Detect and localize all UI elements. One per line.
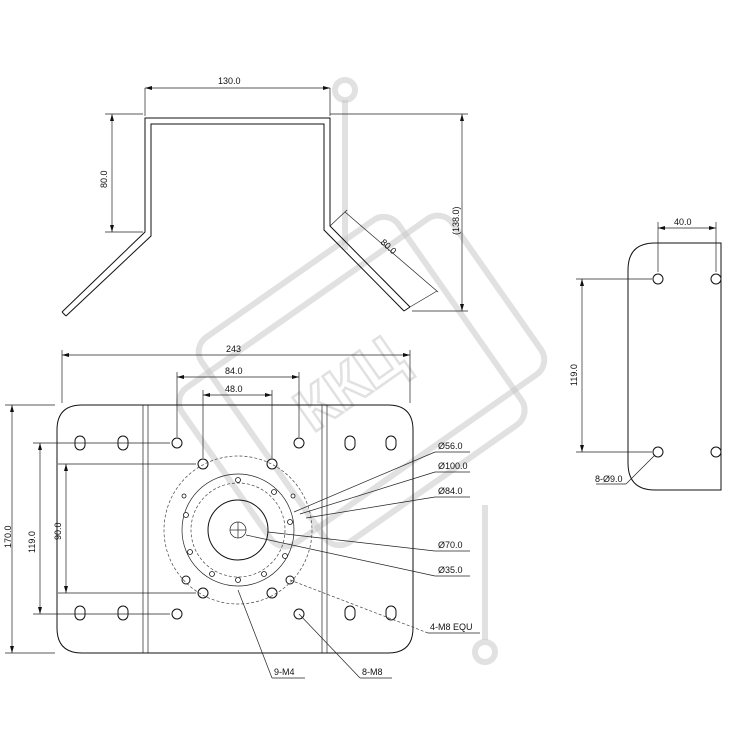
watermark: ККЦ [176, 77, 548, 665]
dim-80-vertical: 80.0 [99, 170, 109, 188]
callout-d56: Ø56.0 [438, 441, 463, 451]
side-view-plate: 40.0 119.0 8-Ø9.0 [569, 217, 722, 491]
m8-holes [171, 437, 305, 620]
callout-9-m4: 9-M4 [274, 667, 295, 677]
dim-130: 130.0 [218, 76, 241, 86]
dim-170: 170.0 [3, 525, 13, 548]
dim-119-side: 119.0 [569, 364, 579, 386]
callout-4-m8-equ: 4-M8 EQU [430, 622, 473, 632]
callout-d35: Ø35.0 [438, 565, 463, 575]
dim-40: 40.0 [674, 217, 692, 227]
watermark-text: ККЦ [282, 322, 416, 444]
dim-243: 243 [226, 344, 241, 354]
dim-90: 90.0 [53, 522, 63, 540]
m4-holes [181, 477, 296, 583]
side-hole [710, 273, 722, 285]
plate-view: 243 84.0 48.0 170.0 119.0 90.0 Ø56 [3, 344, 480, 679]
callout-d70: Ø70.0 [438, 540, 463, 550]
dim-48: 48.0 [225, 384, 243, 394]
dim-84: 84.0 [225, 366, 243, 376]
side-hole [710, 446, 722, 458]
callout-8-m8: 8-M8 [362, 667, 383, 677]
callout-8-d9: 8-Ø9.0 [595, 474, 623, 484]
side-hole [652, 446, 664, 458]
side-hole [652, 273, 664, 285]
top-view-bracket: 130.0 80.0 80.0 (138.0) [61, 76, 468, 317]
dim-138: (138.0) [451, 206, 461, 235]
callout-d84: Ø84.0 [438, 486, 463, 496]
dim-119-plate: 119.0 [27, 531, 37, 553]
callout-d100: Ø100.0 [438, 461, 468, 471]
slot-holes [74, 435, 397, 621]
